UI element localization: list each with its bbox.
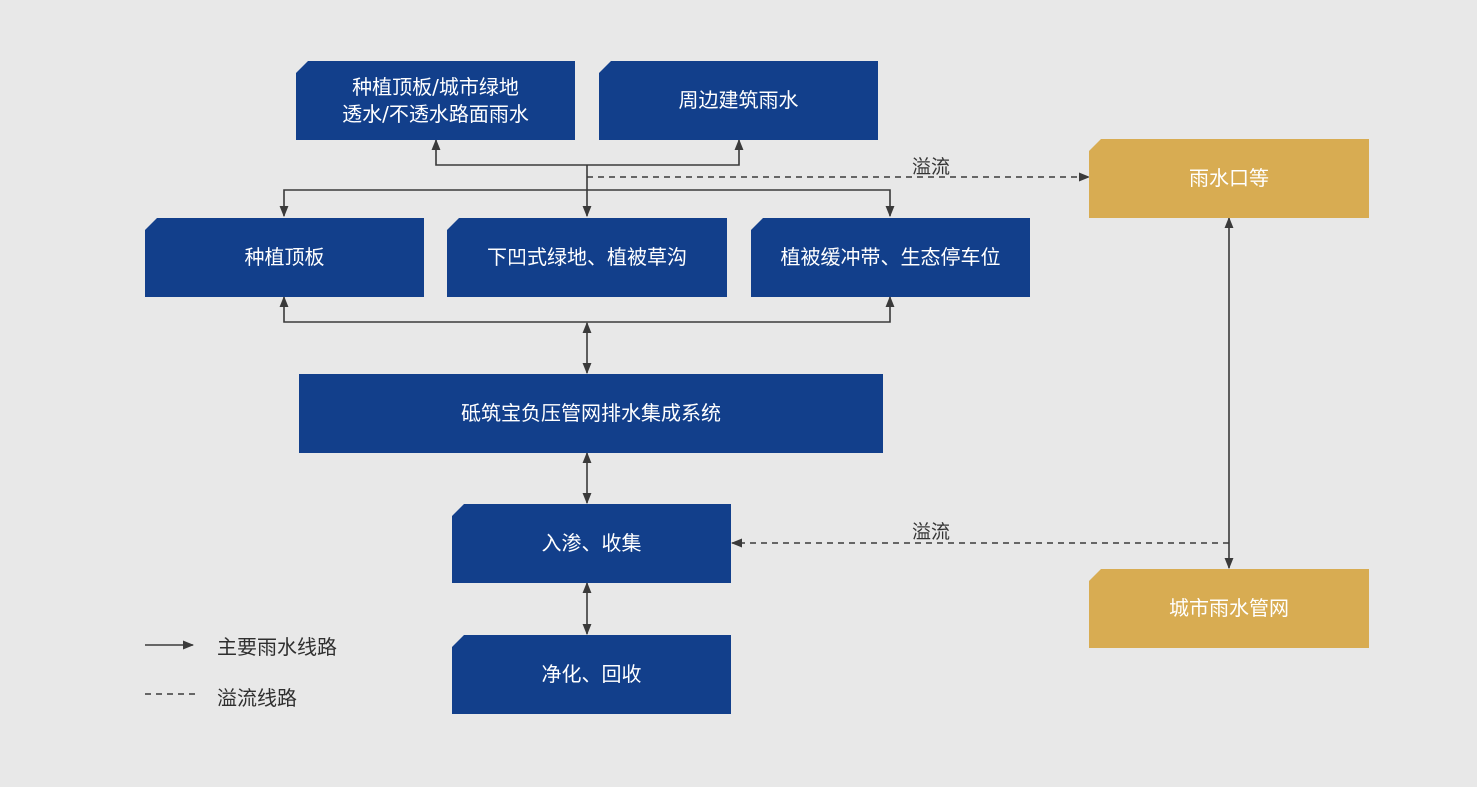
- node-planting-roof: 种植顶板: [145, 218, 424, 297]
- node-purify-recycle: 净化、回收: [452, 635, 731, 714]
- node-label: 种植顶板: [244, 245, 325, 269]
- node-label: 入渗、收集: [541, 531, 642, 555]
- node-buffer-strip-eco-parking: 植被缓冲带、生态停车位: [751, 218, 1030, 297]
- node-label: 净化、回收: [541, 662, 642, 686]
- node-city-rain-pipe: 城市雨水管网: [1089, 569, 1369, 648]
- node-label: 下凹式绿地、植被草沟: [487, 245, 687, 269]
- line-distribute-right: [587, 189, 895, 218]
- node-surrounding-building-rainwater: 周边建筑雨水: [599, 61, 878, 140]
- overflow-label-top: 溢流: [912, 156, 951, 178]
- node-green-roof-city-green-pavement: 种植顶板/城市绿地 透水/不透水路面雨水: [296, 61, 575, 140]
- legend-main-route: 主要雨水线路: [217, 635, 337, 659]
- node-sunken-green-swale: 下凹式绿地、植被草沟: [447, 218, 727, 297]
- node-drainage-system: 砥筑宝负压管网排水集成系统: [299, 374, 883, 453]
- node-label: 城市雨水管网: [1169, 596, 1289, 620]
- node-label: 植被缓冲带、生态停车位: [780, 245, 1001, 269]
- node-label-line2: 透水/不透水路面雨水: [342, 101, 529, 126]
- line-collect-bracket: [279, 295, 895, 323]
- node-rain-inlet: 雨水口等: [1089, 139, 1369, 218]
- line-top-bracket: [431, 138, 744, 166]
- overflow-label-bottom: 溢流: [912, 521, 951, 543]
- node-label: 雨水口等: [1189, 166, 1269, 190]
- node-label-line1: 种植顶板/城市绿地: [352, 74, 519, 99]
- node-infiltrate-collect: 入渗、收集: [452, 504, 731, 583]
- line-distribute-left: [279, 189, 587, 218]
- legend-overflow-route: 溢流线路: [217, 686, 297, 710]
- node-label: 周边建筑雨水: [678, 88, 799, 112]
- node-label: 砥筑宝负压管网排水集成系统: [461, 401, 721, 425]
